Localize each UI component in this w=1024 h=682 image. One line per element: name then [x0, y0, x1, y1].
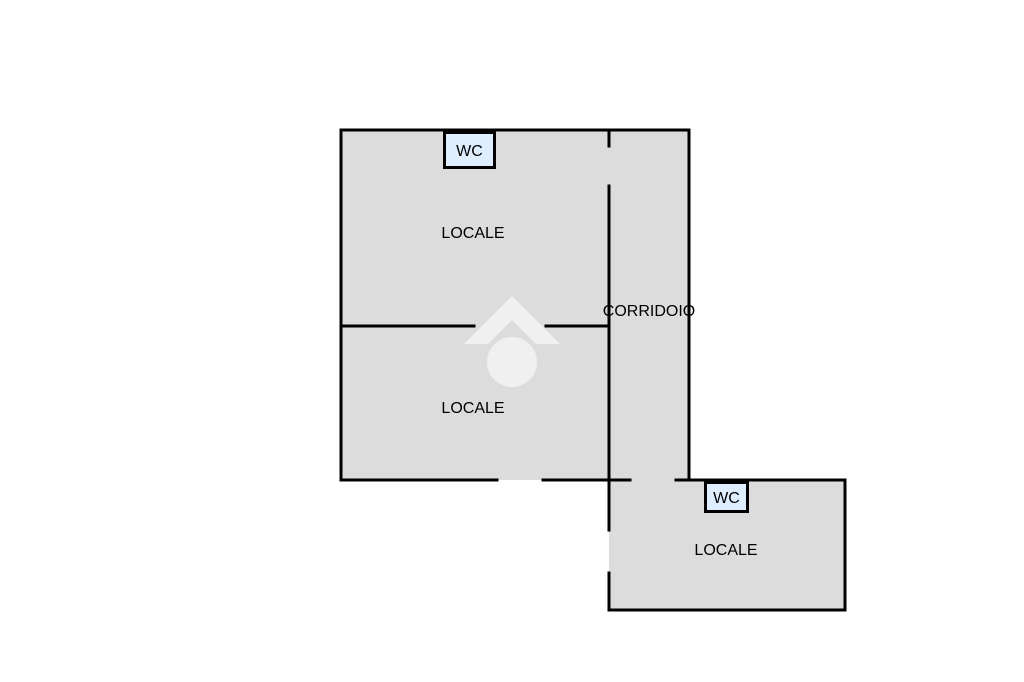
wc-bottom: WC [704, 481, 749, 513]
walls [339, 128, 847, 612]
room-label-corridor: CORRIDOIO [603, 303, 695, 320]
wc-bottom-box [704, 481, 749, 513]
room-label-lower-left: LOCALE [441, 400, 504, 417]
room-fills [341, 130, 845, 610]
corridor-bottom-fill [609, 470, 689, 490]
room-label-upper-left: LOCALE [441, 225, 504, 242]
logo-watermark-icon [464, 296, 560, 387]
wc-top-label: WC [456, 143, 483, 160]
room-label-lower-right: LOCALE [694, 542, 757, 559]
wc-bottom-label: WC [713, 490, 740, 507]
wc-top: WC [443, 131, 496, 169]
wc-top-box [443, 131, 496, 169]
